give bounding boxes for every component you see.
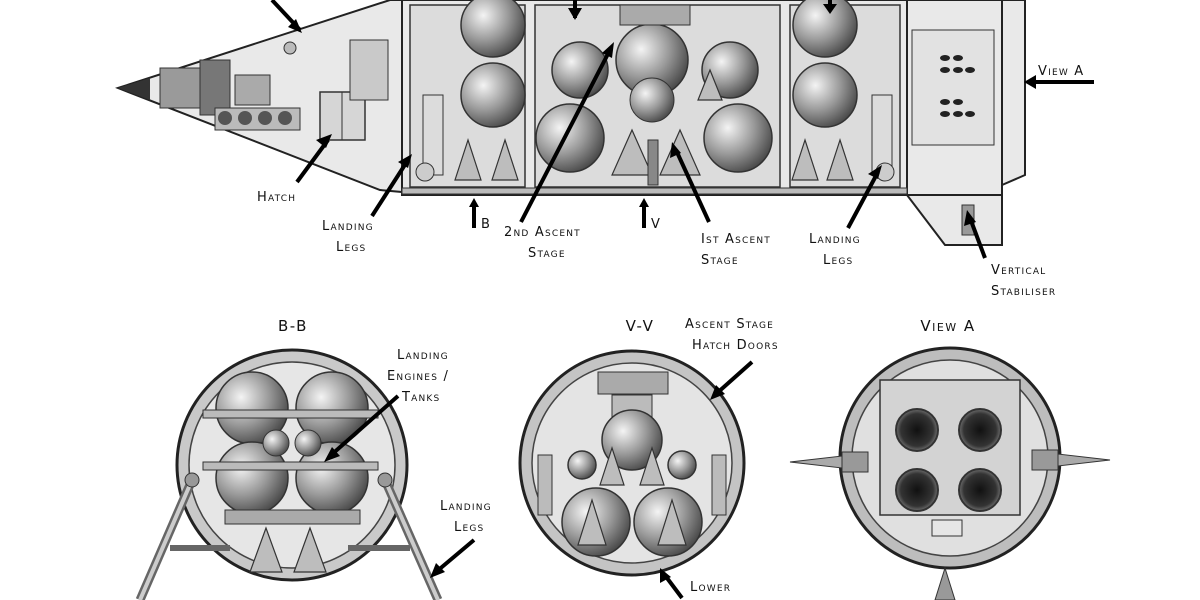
label-section-v: V — [651, 217, 661, 232]
vertical-fin — [904, 194, 1003, 246]
nozzle-opening — [958, 408, 1002, 452]
label-first-ascent-a: Ist Ascent — [701, 232, 771, 247]
nose-tip — [118, 78, 150, 100]
landing-engine — [491, 138, 519, 181]
view-a-fin-right — [1057, 453, 1111, 467]
label-second-ascent-a: 2nd Ascent — [504, 225, 581, 240]
tank — [535, 103, 605, 173]
label-vertical-stabiliser-b: Stabiliser — [991, 284, 1056, 299]
bb-engine — [293, 526, 327, 573]
label-section-b: B — [481, 217, 491, 232]
view-a: View A — [789, 317, 1111, 600]
arrow-first-ascent — [674, 149, 711, 223]
label-landing-legs-1a: Landing — [322, 219, 374, 234]
title-vv: V-V — [626, 317, 655, 335]
nozzle-opening — [895, 408, 939, 452]
label-lower: Lower — [690, 580, 731, 595]
label-view-a: View A — [1038, 64, 1084, 79]
cockpit-equipment — [159, 39, 389, 141]
ascent-engine — [611, 128, 653, 176]
tank — [792, 62, 858, 128]
view-a-fin-left — [789, 455, 843, 469]
landing-engine — [826, 138, 854, 181]
tank — [460, 0, 526, 58]
bb-engine — [249, 526, 283, 573]
side-arrows — [270, 0, 1094, 259]
landing-engine — [454, 138, 482, 181]
title-view-a: View A — [920, 317, 975, 335]
landing-engine — [791, 138, 819, 181]
arrow-ascent-hatch-doors — [714, 360, 754, 396]
label-ascent-hatch-doors-a: Ascent Stage — [685, 317, 774, 332]
side-labels: Hatch Landing Legs B 2nd Ascent Stage V … — [257, 64, 1084, 299]
label-landing-legs-2a: Landing — [809, 232, 861, 247]
section-bb: B-B — [135, 317, 443, 600]
label-landing-legs-1b: Legs — [336, 240, 366, 255]
label-vertical-stabiliser-a: Vertical — [991, 263, 1046, 278]
nozzle-opening — [895, 468, 939, 512]
arrow-vertical-stabiliser — [968, 217, 987, 259]
rear-fairing — [1001, 0, 1026, 187]
label-first-ascent-b: Stage — [701, 253, 739, 268]
side-cutaway — [115, 0, 1026, 246]
nozzle-opening — [958, 468, 1002, 512]
label-landing-engines-c: Tanks — [401, 390, 440, 405]
label-ascent-hatch-doors-b: Hatch Doors — [692, 338, 779, 353]
vv-capsule — [601, 409, 663, 471]
label-landing-legs-3b: Legs — [454, 520, 484, 535]
arrow-landing-legs-3 — [434, 538, 476, 574]
engine — [697, 68, 723, 101]
label-landing-legs-2b: Legs — [823, 253, 853, 268]
arrow-landing-legs-1 — [370, 158, 410, 218]
arrow-second-ascent — [519, 49, 612, 223]
label-hatch: Hatch — [257, 190, 296, 205]
section-vv: V-V — [518, 317, 746, 577]
tank — [703, 103, 773, 173]
view-a-fin-bottom — [934, 566, 956, 600]
rear-panel — [911, 29, 995, 146]
label-landing-engines-a: Landing — [397, 348, 449, 363]
tank — [792, 0, 858, 58]
label-second-ascent-b: Stage — [528, 246, 566, 261]
label-landing-engines-b: Engines / — [387, 369, 449, 384]
arrow-hatch — [295, 138, 330, 184]
arrow-landing-legs-2 — [846, 171, 880, 229]
label-landing-legs-3a: Landing — [440, 499, 492, 514]
title-bb: B-B — [278, 317, 308, 335]
tank — [460, 62, 526, 128]
arrow-landing-engines — [328, 394, 400, 458]
